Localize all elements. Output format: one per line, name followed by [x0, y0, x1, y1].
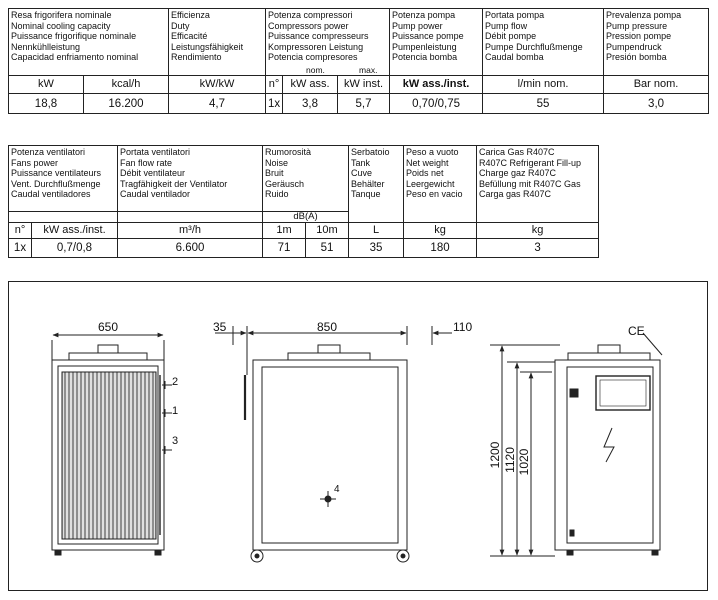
value-fan-flow: 6.600	[117, 238, 263, 258]
rear-view	[490, 332, 663, 557]
side-right-offset-label: 110	[453, 320, 472, 334]
callout-1: 1	[172, 405, 178, 417]
height-1200-label: 1200	[488, 441, 502, 468]
sub-label-max: max.	[359, 65, 378, 76]
callout-4: 4	[334, 484, 340, 495]
value-pump-flow: 55	[482, 93, 605, 114]
value-gas-charge: 3	[476, 238, 600, 258]
value-noise-10m: 51	[304, 238, 350, 258]
front-width-label: 650	[98, 320, 118, 334]
value-tank: 35	[348, 238, 405, 258]
side-width-label: 850	[317, 320, 337, 334]
ce-mark: CE	[628, 324, 645, 338]
sub-label-nom: nom.	[306, 65, 325, 76]
value-kw: 18,8	[8, 93, 84, 114]
value-fan-count: 1x	[8, 238, 32, 258]
value-efficiency: 4,7	[168, 93, 267, 114]
callout-2: 2	[172, 376, 178, 388]
front-view-connections	[162, 381, 172, 454]
callout-3: 3	[172, 435, 178, 447]
value-compressor-nom: 3,8	[282, 93, 339, 114]
technical-drawing-frame	[8, 281, 708, 591]
value-fan-power: 0,7/0,8	[31, 238, 118, 258]
height-1020-label: 1020	[517, 448, 531, 475]
unit-10m: 10m	[304, 222, 350, 239]
unit-bar: Bar nom.	[603, 75, 710, 94]
front-view	[51, 332, 165, 556]
height-1120-label: 1120	[503, 447, 517, 473]
side-left-offset-label: 35	[213, 320, 227, 334]
unit-kw-ass: kW ass.	[282, 75, 339, 94]
value-kcal: 16.200	[82, 93, 170, 114]
value-pump-pressure: 3,0	[603, 93, 710, 114]
unit-1m: 1m	[262, 222, 306, 239]
side-view	[215, 326, 452, 563]
value-compressor-max: 5,7	[337, 93, 391, 114]
value-net-weight: 180	[403, 238, 478, 258]
value-pump-power: 0,70/0,75	[389, 93, 484, 114]
